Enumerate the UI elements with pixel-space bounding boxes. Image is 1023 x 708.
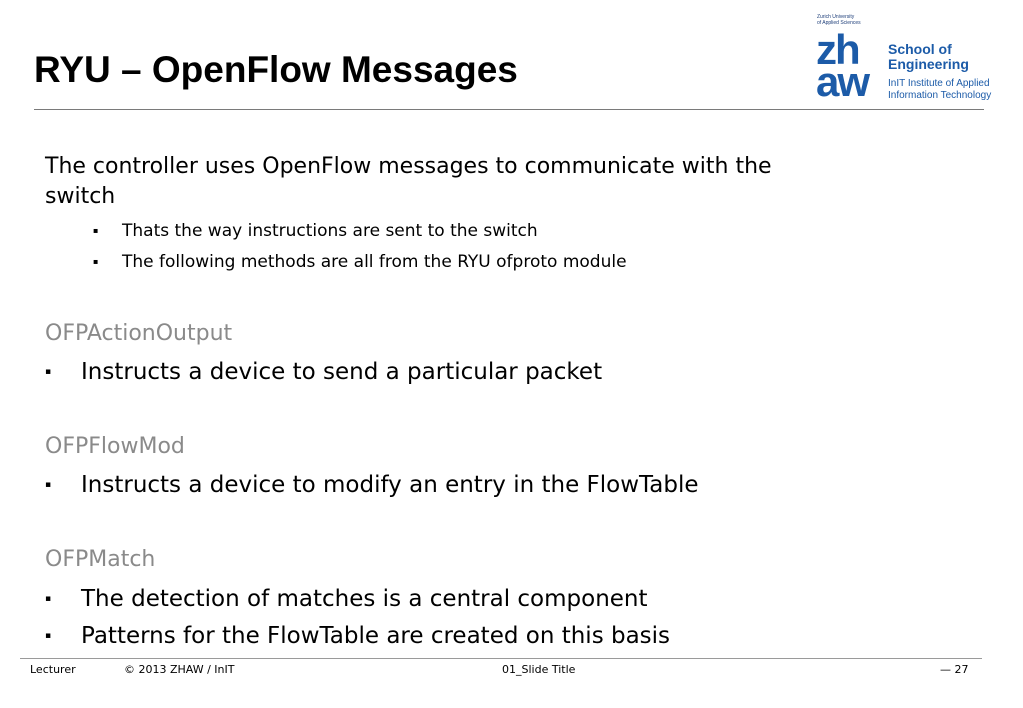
bullet-marker: ▪ [93,257,99,266]
section-item: Patterns for the FlowTable are created o… [81,623,671,649]
zhaw-logo: Zurich University of Applied Sciences zh… [814,14,994,106]
logo-institute-name: InIT Institute of Applied Information Te… [888,78,991,102]
section-heading-ofpactionoutput: OFPActionOutput [45,321,233,346]
title-divider [34,109,984,110]
bullet-marker: ▪ [45,367,52,377]
section-item: Instructs a device to send a particular … [81,359,603,385]
logo-mark-top: zh [816,26,861,73]
logo-mark-bottom: aw [816,58,870,105]
footer-slide-name: 01_Slide Title [502,663,576,676]
logo-school-line-2: Engineering [888,56,969,72]
footer-lecturer: Lecturer [30,663,76,676]
section-heading-ofpflowmod: OFPFlowMod [45,434,185,459]
logo-school-name: School of Engineering [888,42,969,72]
logo-institute-line-2: Information Technology [888,90,992,101]
footer-divider [20,658,982,659]
intro-sub-bullet: The following methods are all from the R… [122,252,627,272]
intro-sub-bullet: Thats the way instructions are sent to t… [122,221,538,241]
section-item: The detection of matches is a central co… [81,586,648,612]
logo-university-name: Zurich University of Applied Sciences [817,14,861,26]
footer-page-number: — 27 [940,663,969,676]
bullet-marker: ▪ [45,631,52,641]
bullet-marker: ▪ [45,594,52,604]
footer-copyright: © 2013 ZHAW / InIT [124,663,235,676]
bullet-marker: ▪ [93,226,99,235]
logo-university-line-1: Zurich University [817,14,855,20]
slide-title: RYU – OpenFlow Messages [34,49,518,90]
bullet-marker: ▪ [45,480,52,490]
logo-university-line-2: of Applied Sciences [817,20,861,26]
logo-school-line-1: School of [888,41,952,57]
logo-institute-line-1: InIT Institute of Applied [888,78,990,89]
section-heading-ofpmatch: OFPMatch [45,547,156,572]
section-item: Instructs a device to modify an entry in… [81,472,699,498]
intro-paragraph: The controller uses OpenFlow messages to… [45,154,772,209]
